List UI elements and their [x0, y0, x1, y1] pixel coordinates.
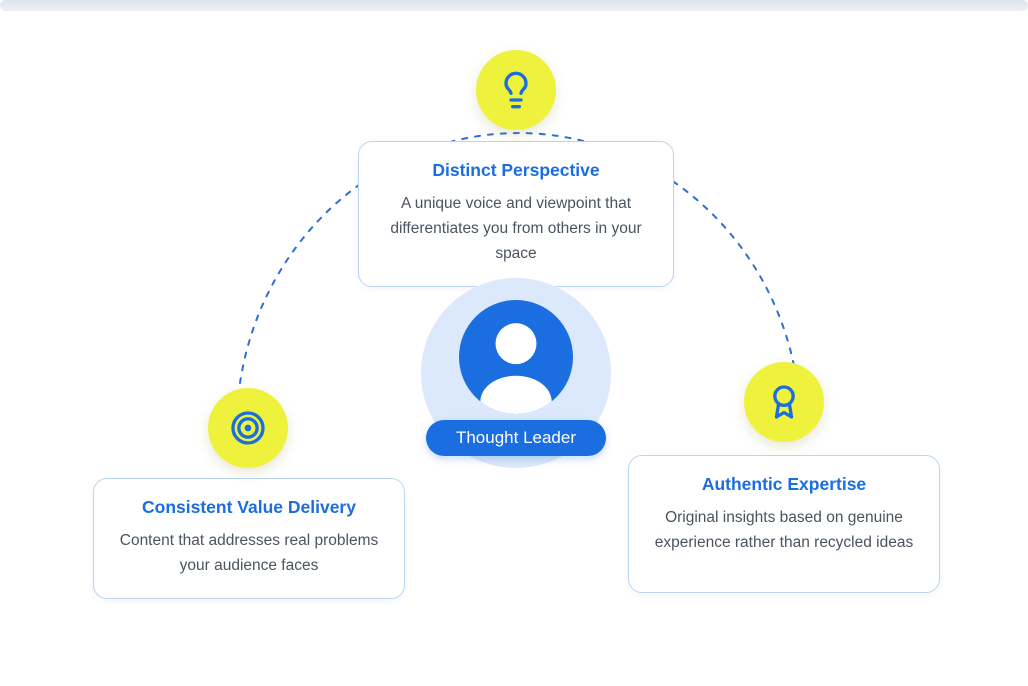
- consistent-value-badge: [208, 388, 288, 468]
- thought-leader-avatar: [459, 300, 573, 414]
- card-title: Distinct Perspective: [432, 160, 600, 180]
- card-title: Consistent Value Delivery: [142, 497, 356, 517]
- top-bar: [0, 0, 1028, 11]
- card-description: A unique voice and viewpoint that differ…: [390, 195, 642, 263]
- card-description: Content that addresses real problems you…: [119, 532, 379, 575]
- lightbulb-icon: [504, 71, 528, 109]
- card-authentic-expertise: Authentic Expertise Original insights ba…: [628, 455, 940, 593]
- card-title: Authentic Expertise: [701, 474, 867, 494]
- card-description: Original insights based on genuine exper…: [654, 509, 914, 552]
- award-icon: [773, 385, 795, 419]
- person-icon: [480, 323, 552, 414]
- target-icon: [231, 411, 265, 445]
- center-label-text: Thought Leader: [455, 428, 577, 447]
- distinct-perspective-badge: [476, 50, 556, 130]
- thought-leader-label: Thought Leader: [426, 420, 606, 456]
- card-distinct-perspective: Distinct Perspective A unique voice and …: [358, 141, 674, 288]
- authentic-expertise-badge: [744, 362, 824, 442]
- card-consistent-value-delivery: Consistent Value Delivery Content that a…: [93, 478, 405, 600]
